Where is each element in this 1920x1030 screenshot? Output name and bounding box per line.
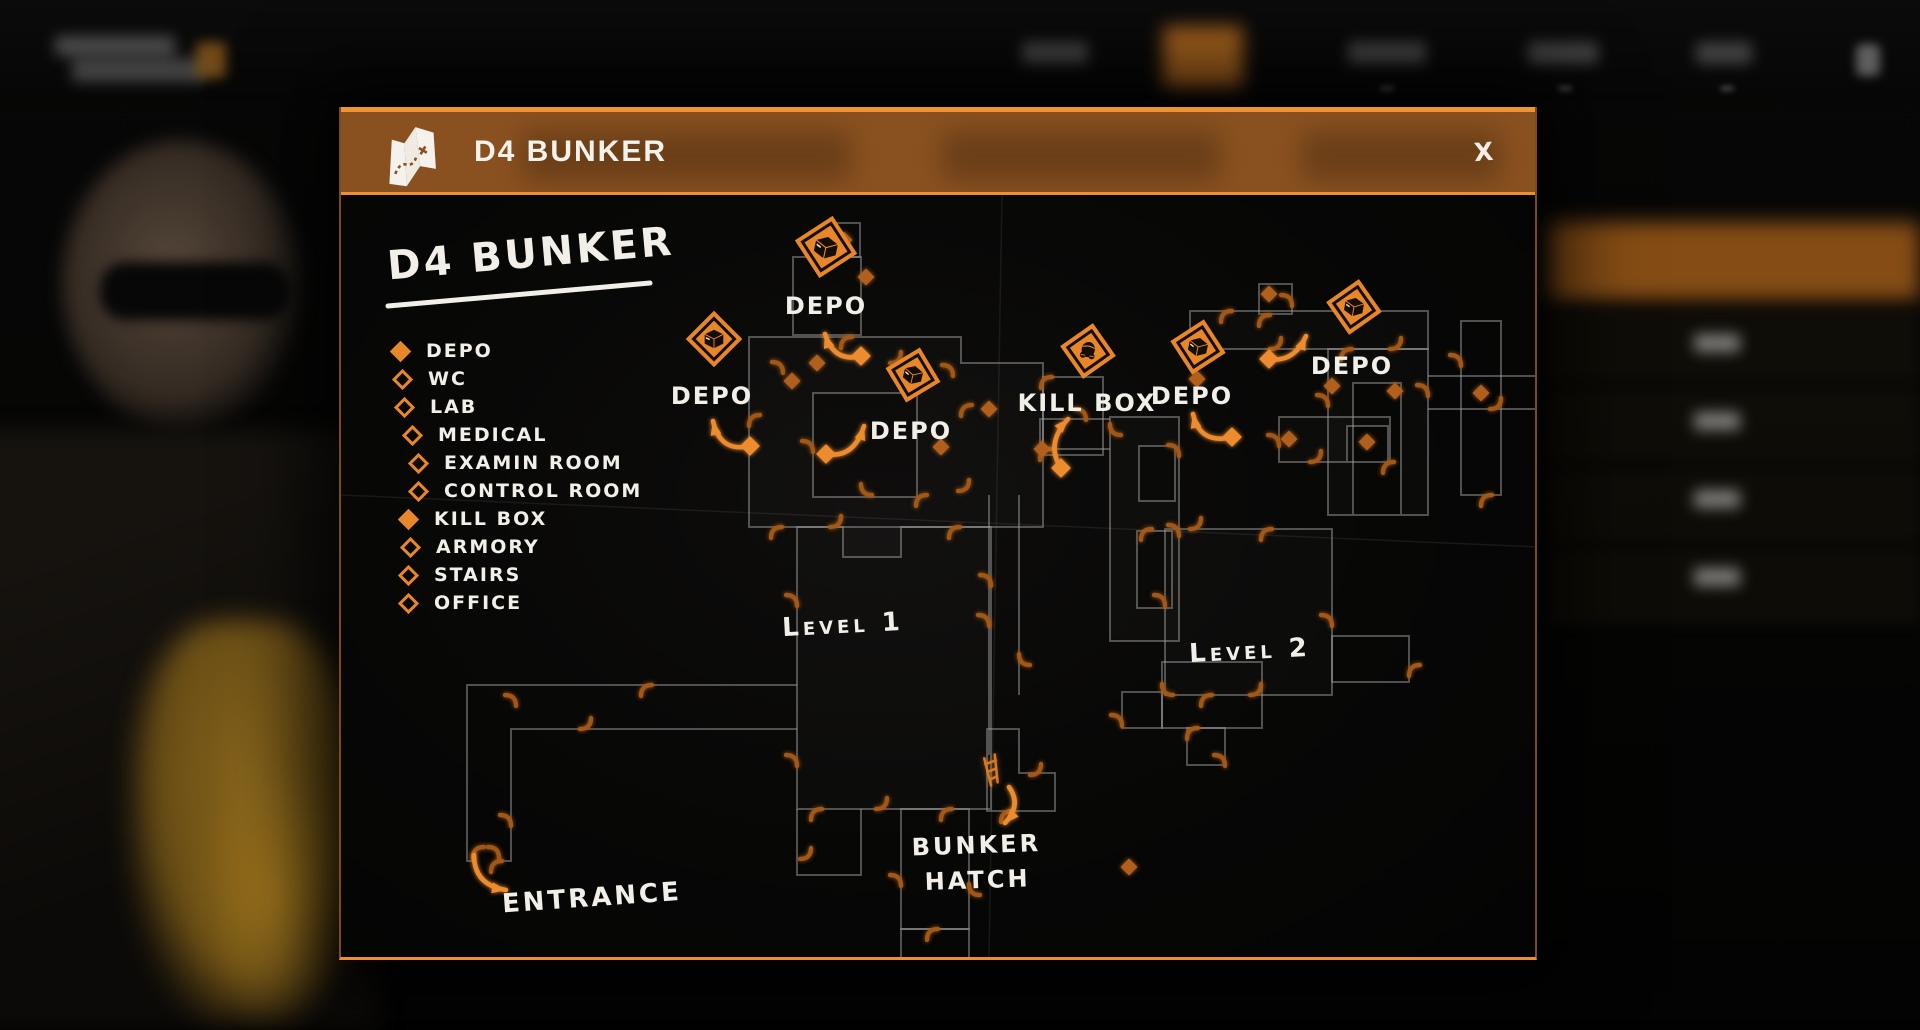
ladder-icon bbox=[978, 752, 1008, 790]
marker-diamond bbox=[795, 216, 857, 278]
crate-icon bbox=[1183, 332, 1214, 363]
marker-label-depo-1: DEPO bbox=[785, 292, 867, 320]
logo-orange-badge bbox=[196, 42, 226, 78]
level-label-1: Level 1 bbox=[781, 607, 904, 643]
crate-icon bbox=[897, 359, 929, 391]
ladder-icon-wrap bbox=[978, 752, 1008, 795]
nav-tab-1[interactable] bbox=[1022, 42, 1088, 64]
modal-header: D4 BUNKER X bbox=[341, 107, 1535, 195]
level-label-2: Level 2 bbox=[1188, 633, 1311, 669]
marker-diamond bbox=[1326, 279, 1382, 335]
map-marker-depo-5 bbox=[1334, 287, 1374, 327]
gasmask-icon bbox=[1074, 337, 1102, 365]
game-logo bbox=[55, 36, 175, 56]
map-marker-depo-4 bbox=[1178, 327, 1218, 367]
map-marker-depo-2 bbox=[694, 319, 734, 359]
marker-layer: DEPO DEPO DEPO KILL BOX DEPO DEPO Level 1… bbox=[341, 195, 1535, 957]
marker-label-depo-2: DEPO bbox=[671, 382, 753, 410]
background-panel-header bbox=[1548, 222, 1920, 300]
marker-label-depo-3: DEPO bbox=[870, 417, 952, 445]
background-row-value bbox=[1694, 568, 1740, 586]
character-shirt-highlight bbox=[195, 770, 355, 1020]
crate-icon bbox=[808, 229, 845, 266]
header-bleed-blob bbox=[1301, 130, 1501, 182]
marker-diamond bbox=[886, 348, 941, 403]
note-entrance: ENTRANCE bbox=[501, 874, 683, 924]
game-logo-sub bbox=[72, 58, 204, 82]
nav-tab-active[interactable] bbox=[1163, 26, 1243, 88]
marker-diamond bbox=[686, 311, 743, 368]
marker-label-depo-4: DEPO bbox=[1151, 382, 1233, 410]
map-marker-depo-3 bbox=[893, 355, 933, 395]
folded-map-icon bbox=[372, 116, 464, 195]
nav-tab-indicator bbox=[1558, 86, 1572, 91]
top-nav-bar bbox=[0, 0, 1920, 100]
nav-tab-indicator bbox=[1720, 86, 1734, 91]
crate-icon bbox=[701, 326, 727, 352]
nav-tab-5[interactable] bbox=[1696, 42, 1752, 64]
background-row-value bbox=[1694, 490, 1740, 508]
close-button[interactable]: X bbox=[1473, 137, 1494, 167]
character-sunglasses bbox=[100, 262, 290, 320]
nav-tab-4[interactable] bbox=[1528, 42, 1598, 64]
background-list-row bbox=[1548, 548, 1920, 624]
background-row-value bbox=[1694, 334, 1740, 352]
background-row-value bbox=[1694, 412, 1740, 430]
map-marker-kill-box bbox=[1068, 331, 1108, 371]
header-bleed-blob bbox=[941, 130, 1221, 182]
marker-label-kill-box: KILL BOX bbox=[1018, 389, 1157, 417]
crate-icon bbox=[1339, 292, 1369, 322]
nav-tab-3[interactable] bbox=[1348, 42, 1426, 64]
marker-diamond bbox=[1060, 323, 1116, 379]
map-marker-depo-1 bbox=[804, 225, 849, 270]
marker-diamond bbox=[1170, 319, 1225, 374]
d4-bunker-map-modal: D4 BUNKER X bbox=[339, 107, 1537, 960]
profile-icon[interactable] bbox=[1856, 44, 1880, 76]
modal-title: D4 BUNKER bbox=[474, 135, 667, 169]
nav-tab-indicator bbox=[1380, 86, 1394, 91]
marker-label-depo-5: DEPO bbox=[1311, 352, 1393, 380]
